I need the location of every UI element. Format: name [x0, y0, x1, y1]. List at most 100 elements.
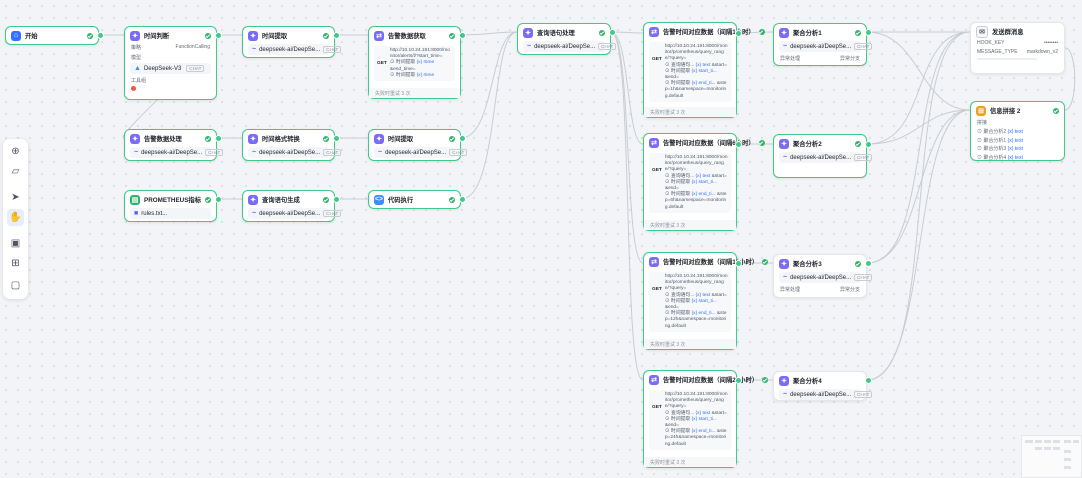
retry-footer: 失败时重试 3 次 — [644, 107, 736, 117]
node-title: 发送群消息 — [992, 29, 1024, 36]
connection-handle[interactable] — [865, 260, 872, 267]
agent-icon: ✦ — [374, 133, 384, 144]
edge-agg3-combine — [866, 109, 971, 264]
node-title: 信息拼接 2 — [990, 108, 1021, 115]
connection-handle[interactable] — [459, 196, 466, 203]
node-title: 聚合分析1 — [793, 30, 822, 37]
model-selector[interactable]: ~deepseek-ai/DeepSe...CHAT — [374, 147, 468, 158]
knowledge-file[interactable]: ■rules.txt... — [130, 208, 211, 219]
connection-handle[interactable] — [735, 30, 742, 37]
connection-handle[interactable] — [333, 196, 340, 203]
node-time-fetch-2[interactable]: ✦ 时间提取 ~deepseek-ai/DeepSe...CHAT — [368, 129, 468, 161]
node-query-process[interactable]: ✦查询语句处理 ~deepseek-ai/DeepSe...CHAT — [517, 23, 617, 55]
connection-handle[interactable] — [865, 29, 872, 36]
connection-handle[interactable] — [735, 377, 742, 384]
node-agg-1[interactable]: ✦聚合分析1 ~deepseek-ai/DeepSe...CHAT 异常处理异常… — [773, 23, 873, 66]
success-check-icon — [449, 135, 455, 142]
connection-handle[interactable] — [865, 141, 872, 148]
deepseek-logo-icon: ~ — [252, 149, 257, 156]
model-selector[interactable]: ~deepseek-ai/DeepSe...CHAT — [130, 147, 224, 158]
combine-label: 拼接 — [977, 120, 988, 126]
node-time-format[interactable]: ✦时间格式转换 ~deepseek-ai/DeepSe...CHAT — [242, 129, 342, 161]
agent-icon: ✦ — [248, 30, 258, 41]
node-alarm-fetch[interactable]: ⇄告警数据获取 GET http://10.10.24.191:8000/mon… — [368, 26, 461, 99]
connection-handle[interactable] — [609, 29, 616, 36]
connection-handle[interactable] — [333, 32, 340, 39]
node-title: 告警数据处理 — [144, 136, 182, 143]
minimap-node — [1064, 458, 1071, 461]
node-ts-data-1h[interactable]: ⇄告警时间对应数据（间隔1小时） GET http://10.10.24.191… — [643, 22, 765, 118]
note-icon[interactable]: ▱ — [11, 166, 20, 177]
success-check-icon — [323, 32, 329, 39]
connection-handle[interactable] — [459, 32, 466, 39]
node-agg-4[interactable]: ✦聚合分析4 ~deepseek-ai/DeepSe...CHAT — [773, 371, 873, 401]
model-selector[interactable]: ~deepseek-ai/DeepSe...CHAT — [779, 389, 873, 400]
node-title: 开始 — [25, 33, 38, 40]
model-selector[interactable]: ~deepseek-ai/DeepSe...CHAT — [248, 147, 342, 158]
success-check-icon — [758, 28, 765, 35]
connection-handle[interactable] — [215, 32, 222, 39]
node-code-exec[interactable]: <>代码执行 — [368, 190, 461, 209]
list-item: ⊙ 聚合分析1 {x} text — [977, 137, 1023, 144]
node-title: 时间判断 — [144, 33, 170, 40]
model-selector[interactable]: ~deepseek-ai/DeepSe...CHAT — [523, 41, 617, 52]
model-selector[interactable]: ~deepseek-ai/DeepSe...CHAT — [248, 208, 342, 219]
home-icon: ⌂ — [11, 30, 21, 41]
pointer-icon[interactable]: ➤ — [11, 192, 20, 203]
node-title: 告警时间对应数据（间隔24小时） — [663, 377, 759, 384]
add-icon[interactable]: ⊕ — [11, 146, 20, 157]
layout-icon[interactable]: ⊞ — [11, 258, 20, 269]
node-title: 告警数据获取 — [388, 33, 426, 40]
node-ts-data-12h[interactable]: ⇄告警时间对应数据（间隔12小时） GET http://10.10.24.19… — [643, 252, 769, 350]
exception-branch-link[interactable]: 异常分支 — [839, 56, 860, 62]
minimap-node — [1064, 450, 1071, 453]
image-icon[interactable]: ▣ — [10, 238, 21, 249]
minimap-node — [1053, 440, 1060, 443]
model-selector[interactable]: ~deepseek-ai/DeepSe...CHAT — [779, 272, 873, 283]
node-message-combine[interactable]: ⊞信息拼接 2 拼接 ⊙ 聚合分析2 {x} text ⊙ 聚合分析1 {x} … — [970, 101, 1065, 161]
edge-agg4-sendmsg — [866, 31, 971, 381]
node-title: 查询语句处理 — [537, 30, 575, 37]
minimap-icon[interactable]: ▢ — [10, 280, 21, 291]
connection-handle[interactable] — [215, 135, 222, 142]
deepseek-logo-icon: ~ — [783, 43, 788, 50]
node-ts-data-24h[interactable]: ⇄告警时间对应数据（间隔24小时） GET http://10.10.24.19… — [643, 370, 769, 468]
connection-handle[interactable] — [865, 377, 872, 384]
deepseek-logo-icon: ~ — [783, 391, 788, 398]
minimap[interactable] — [1021, 435, 1082, 478]
model-selector[interactable]: ~deepseek-ai/DeepSe...CHAT — [248, 44, 342, 55]
node-ts-data-6h[interactable]: ⇄告警时间对应数据（间隔6小时） GET http://10.10.24.191… — [643, 133, 765, 231]
http-request: GET http://10.10.24.191:8000/monitor/pro… — [649, 272, 731, 332]
node-time-fetch-1[interactable]: ✦时间提取 ~deepseek-ai/DeepSe...CHAT — [242, 26, 342, 58]
node-query-gen[interactable]: ✦查询语句生成 ~deepseek-ai/DeepSe...CHAT — [242, 190, 342, 222]
connection-handle[interactable] — [333, 135, 340, 142]
node-prometheus[interactable]: ▤PROMETHEUS指标 ■rules.txt... — [124, 190, 217, 222]
deepseek-logo-icon: ~ — [783, 154, 788, 161]
folder-icon: ■ — [134, 210, 139, 217]
hand-icon[interactable]: ✋ — [7, 209, 24, 226]
agent-icon: ✦ — [779, 138, 789, 149]
connection-handle[interactable] — [97, 32, 104, 39]
connection-handle[interactable] — [459, 135, 466, 142]
model-selector[interactable]: ~deepseek-ai/DeepSe...CHAT — [779, 152, 873, 163]
connection-handle[interactable] — [735, 260, 742, 267]
model-selector[interactable]: ~deepseek-ai/DeepSe...CHAT — [779, 41, 873, 52]
tool-group-label: 工具组 — [131, 78, 147, 84]
node-start[interactable]: ⌂ 开始 — [5, 26, 99, 45]
node-title: 查询语句生成 — [262, 197, 300, 204]
node-agg-3[interactable]: ✦聚合分析3 ~deepseek-ai/DeepSe...CHAT 异常处理异常… — [773, 254, 873, 298]
connection-handle[interactable] — [735, 141, 742, 148]
node-title: 聚合分析2 — [793, 141, 822, 148]
node-agg-2[interactable]: ✦ 聚合分析2 ~deepseek-ai/DeepSe...CHAT — [773, 134, 873, 178]
success-check-icon — [449, 196, 455, 203]
model-label: 模型 — [131, 55, 142, 61]
connection-handle[interactable] — [215, 196, 222, 203]
edge-codeexec-queryprocess — [460, 31, 518, 200]
node-alarm-process[interactable]: ✦告警数据处理 ~deepseek-ai/DeepSe...CHAT — [124, 129, 224, 161]
node-title: 时间提取 — [388, 136, 414, 143]
canvas-toolbar: ⊕ ▱ ➤ ✋ ▣ ⊞ ▢ — [3, 139, 28, 299]
exception-branch-link[interactable]: 异常分支 — [839, 287, 860, 293]
